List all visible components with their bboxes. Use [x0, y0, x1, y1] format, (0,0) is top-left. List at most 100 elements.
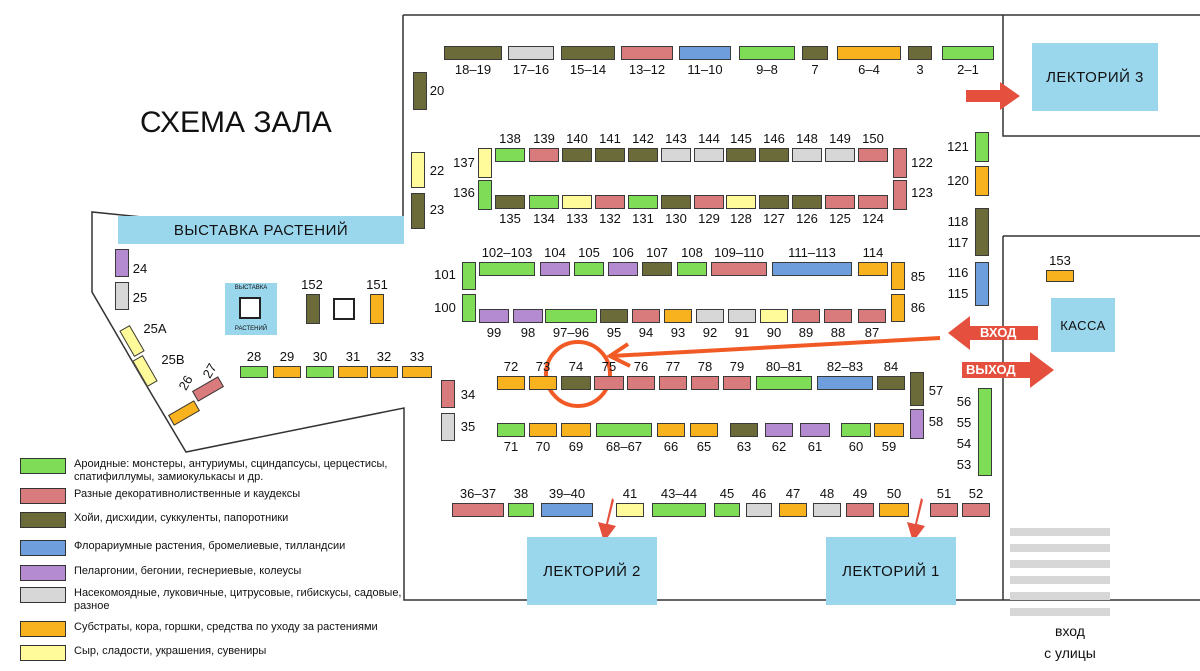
stall-99[interactable] [479, 309, 509, 323]
stall-62[interactable] [765, 423, 793, 437]
stall-70[interactable] [529, 423, 557, 437]
stall-104[interactable] [540, 262, 570, 276]
lectorium-1[interactable]: ЛЕКТОРИЙ 1 [826, 537, 956, 605]
stall-9–8[interactable] [739, 46, 795, 60]
stall-87[interactable] [858, 309, 886, 323]
stall-20[interactable] [413, 72, 427, 110]
stall-2–1[interactable] [942, 46, 994, 60]
stall-123[interactable] [893, 180, 907, 210]
stall-130[interactable] [661, 195, 691, 209]
stall-116[interactable] [975, 262, 989, 306]
stall-73[interactable] [529, 376, 557, 390]
stall-76[interactable] [627, 376, 655, 390]
stall-108[interactable] [677, 262, 707, 276]
stall-139[interactable] [529, 148, 559, 162]
stall-118[interactable] [975, 208, 989, 256]
stall-56[interactable] [978, 388, 992, 476]
stall-109–110[interactable] [711, 262, 767, 276]
stall-90[interactable] [760, 309, 788, 323]
stall-153[interactable] [1046, 270, 1074, 282]
stall-23[interactable] [411, 193, 425, 229]
stall-151[interactable] [370, 294, 384, 324]
stall-84[interactable] [877, 376, 905, 390]
stall-59[interactable] [874, 423, 904, 437]
stall-68–67[interactable] [596, 423, 652, 437]
stall-102–103[interactable] [479, 262, 535, 276]
stall-60[interactable] [841, 423, 871, 437]
stall-140[interactable] [562, 148, 592, 162]
stall-128[interactable] [726, 195, 756, 209]
stall-111–113[interactable] [772, 262, 852, 276]
stall-91[interactable] [728, 309, 756, 323]
stall-144[interactable] [694, 148, 724, 162]
stall-33[interactable] [402, 366, 432, 378]
stall-150[interactable] [858, 148, 888, 162]
stall-71[interactable] [497, 423, 525, 437]
stall-85[interactable] [891, 262, 905, 290]
stall-63[interactable] [730, 423, 758, 437]
stall-34[interactable] [441, 380, 455, 408]
lectorium-2[interactable]: ЛЕКТОРИЙ 2 [527, 537, 657, 605]
stall-17–16[interactable] [508, 46, 554, 60]
stall-89[interactable] [792, 309, 820, 323]
stall-126[interactable] [792, 195, 822, 209]
stall-152[interactable] [306, 294, 320, 324]
stall-142[interactable] [628, 148, 658, 162]
stall-65[interactable] [690, 423, 718, 437]
stall-77[interactable] [659, 376, 687, 390]
stall-32[interactable] [370, 366, 398, 378]
stall-39–40[interactable] [541, 503, 593, 517]
stall-143[interactable] [661, 148, 691, 162]
stall-50[interactable] [879, 503, 909, 517]
stall-92[interactable] [696, 309, 724, 323]
stall-131[interactable] [628, 195, 658, 209]
stall-101[interactable] [462, 262, 476, 290]
stall-66[interactable] [657, 423, 685, 437]
stall-49[interactable] [846, 503, 874, 517]
stall-6–4[interactable] [837, 46, 901, 60]
stall-29[interactable] [273, 366, 301, 378]
stall-134[interactable] [529, 195, 559, 209]
stall-22[interactable] [411, 152, 425, 188]
stall-135[interactable] [495, 195, 525, 209]
stall-97–96[interactable] [545, 309, 597, 323]
stall-47[interactable] [779, 503, 807, 517]
stall-30[interactable] [306, 366, 334, 378]
stall-121[interactable] [975, 132, 989, 162]
stall-95[interactable] [600, 309, 628, 323]
stall-133[interactable] [562, 195, 592, 209]
stall-125[interactable] [825, 195, 855, 209]
stall-75[interactable] [594, 376, 624, 390]
stall-114[interactable] [858, 262, 888, 276]
stall-120[interactable] [975, 166, 989, 196]
stall-72[interactable] [497, 376, 525, 390]
stall-36–37[interactable] [452, 503, 504, 517]
stall-74[interactable] [561, 376, 591, 390]
stall-18–19[interactable] [444, 46, 502, 60]
stall-28[interactable] [240, 366, 268, 378]
stall-11–10[interactable] [679, 46, 731, 60]
stall-79[interactable] [723, 376, 751, 390]
stall-141[interactable] [595, 148, 625, 162]
stall-138[interactable] [495, 148, 525, 162]
stall-124[interactable] [858, 195, 888, 209]
stall-146[interactable] [759, 148, 789, 162]
stall-106[interactable] [608, 262, 638, 276]
stall-57[interactable] [910, 372, 924, 406]
stall-86[interactable] [891, 294, 905, 322]
stall-38[interactable] [508, 503, 534, 517]
stall-82–83[interactable] [817, 376, 873, 390]
stall-41[interactable] [616, 503, 644, 517]
stall-107[interactable] [642, 262, 672, 276]
stall-13–12[interactable] [621, 46, 673, 60]
stall-24[interactable] [115, 249, 129, 277]
stall-78[interactable] [691, 376, 719, 390]
stall-61[interactable] [800, 423, 830, 437]
kassa[interactable]: КАССА [1051, 298, 1115, 352]
stall-94[interactable] [632, 309, 660, 323]
stall-35[interactable] [441, 413, 455, 441]
stall-48[interactable] [813, 503, 841, 517]
stall-149[interactable] [825, 148, 855, 162]
stall-51[interactable] [930, 503, 958, 517]
stall-122[interactable] [893, 148, 907, 178]
